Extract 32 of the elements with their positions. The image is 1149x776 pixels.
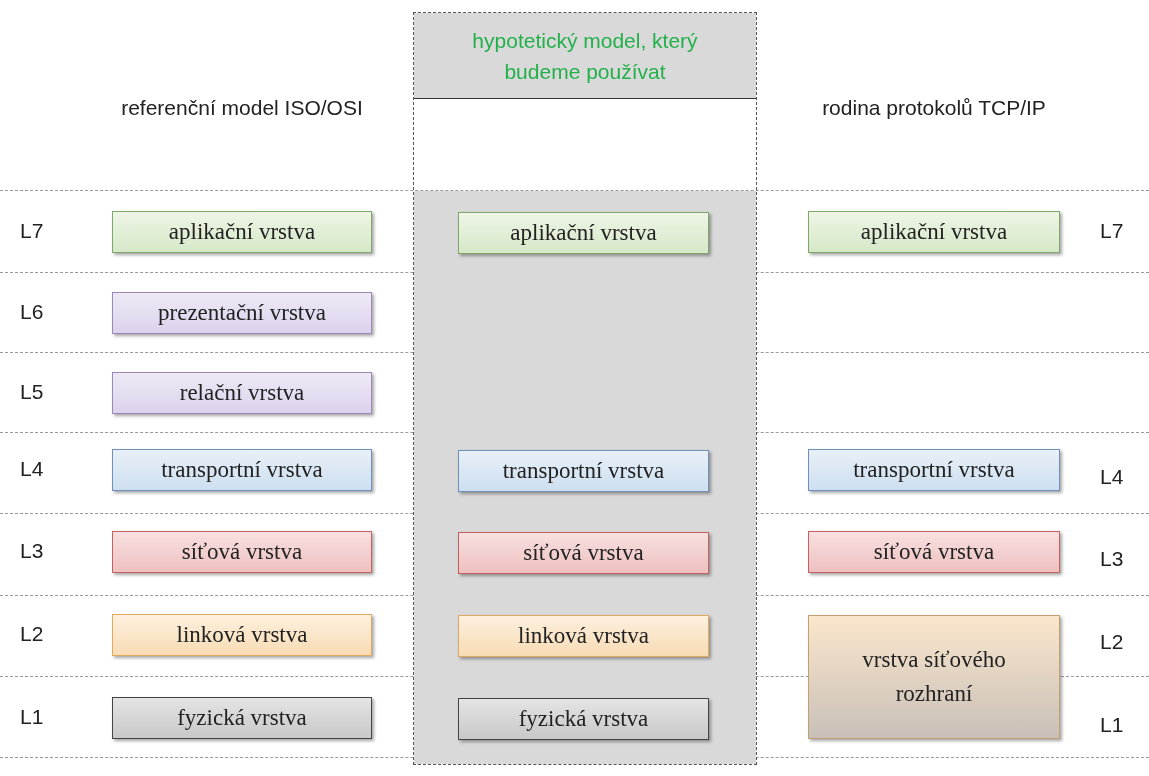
layer-number: L1 <box>20 705 45 729</box>
model-column <box>413 12 757 765</box>
layer-box: linková vrstva <box>112 614 372 656</box>
layer-box: síťová vrstva <box>808 531 1060 573</box>
column-heading: referenční model ISO/OSI <box>120 95 364 121</box>
layer-number: L4 <box>1100 465 1125 489</box>
column-heading: hypotetický model, který budeme používat <box>471 27 699 85</box>
layer-box: transportní vrstva <box>808 449 1060 491</box>
layer-number: L3 <box>1100 547 1125 571</box>
layer-box: aplikační vrstva <box>458 212 709 254</box>
layer-box: síťová vrstva <box>458 532 709 574</box>
layer-box: aplikační vrstva <box>112 211 372 253</box>
layer-box: transportní vrstva <box>112 449 372 491</box>
layer-box: fyzická vrstva <box>458 698 709 740</box>
layer-box: aplikační vrstva <box>808 211 1060 253</box>
layer-number: L3 <box>20 539 45 563</box>
layer-number: L2 <box>1100 630 1125 654</box>
layer-number: L7 <box>20 219 45 243</box>
layer-number: L1 <box>1100 713 1125 737</box>
layer-number: L6 <box>20 300 45 324</box>
layer-number: L5 <box>20 380 45 404</box>
layer-box: linková vrstva <box>458 615 709 657</box>
layer-box: fyzická vrstva <box>112 697 372 739</box>
column-heading: rodina protokolů TCP/IP <box>821 95 1047 121</box>
layer-box: transportní vrstva <box>458 450 709 492</box>
layer-box: prezentační vrstva <box>112 292 372 334</box>
layer-box: vrstva síťového rozhraní <box>808 615 1060 739</box>
layer-number: L4 <box>20 457 45 481</box>
layer-box: relační vrstva <box>112 372 372 414</box>
layer-box: síťová vrstva <box>112 531 372 573</box>
layer-number: L7 <box>1100 219 1125 243</box>
layer-number: L2 <box>20 622 45 646</box>
